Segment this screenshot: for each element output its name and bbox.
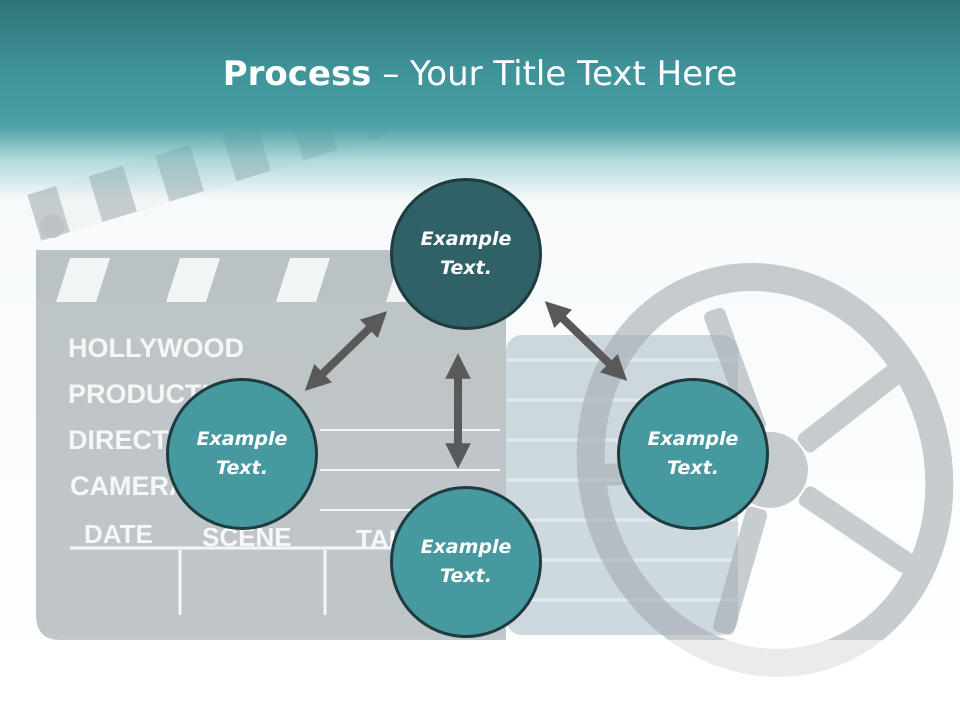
node-left-line1: Example — [196, 428, 288, 450]
node-top-line2: Text. — [440, 257, 492, 279]
node-top-line1: Example — [420, 228, 512, 250]
node-right-line2: Text. — [667, 457, 719, 479]
clapper-label-date: DATE — [84, 519, 153, 549]
title-bold: Process — [222, 54, 372, 94]
node-right-line1: Example — [647, 428, 739, 450]
slide-title: Process – Your Title Text Here — [0, 52, 960, 96]
node-left-line2: Text. — [216, 457, 268, 479]
clapper-label-hollywood: HOLLYWOOD — [68, 333, 244, 363]
arrow-top-to-right — [544, 301, 628, 381]
node-bottom-line2: Text. — [440, 565, 492, 587]
arrow-top-to-left — [304, 311, 388, 391]
node-bottom-line1: Example — [420, 536, 512, 558]
header-band — [0, 0, 960, 200]
title-rest: – Your Title Text Here — [371, 54, 738, 94]
